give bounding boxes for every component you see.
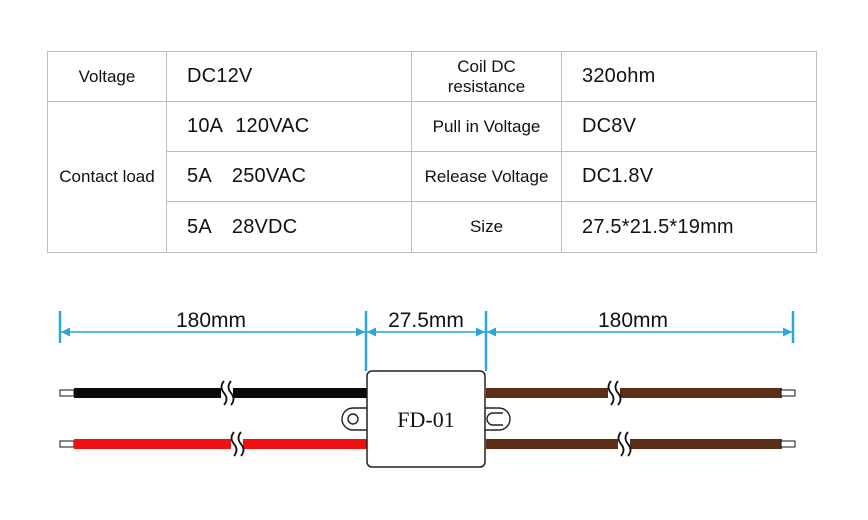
- wire-brown-upper: [486, 388, 782, 398]
- voltage-value: DC12V: [166, 51, 412, 102]
- dimension-label-right-lead: 180mm: [598, 309, 668, 332]
- table-row: Voltage DC12V Coil DC resistance 320ohm: [47, 51, 817, 102]
- wire-black: [74, 388, 367, 398]
- table-row: 5A 250VAC Release Voltage DC1.8V: [48, 151, 817, 202]
- wire-red: [74, 439, 367, 449]
- table-row: Contact load 10A 120VAC Pull in Voltage D…: [47, 101, 817, 253]
- mounting-tab-right: [483, 407, 511, 431]
- spec-table: Voltage DC12V Coil DC resistance 320ohm …: [47, 51, 817, 253]
- dimension-label-left-lead: 180mm: [176, 309, 246, 332]
- left-wires: [59, 388, 367, 449]
- coil-resistance-value: 320ohm: [561, 51, 817, 102]
- wire-tip-brown-lower: [780, 440, 796, 448]
- release-voltage-label: Release Voltage: [411, 151, 562, 202]
- release-voltage-value: DC1.8V: [561, 151, 817, 202]
- pull-in-voltage-label: Pull in Voltage: [411, 101, 562, 152]
- coil-resistance-label-text: Coil DC resistance: [447, 56, 526, 96]
- dimension-label-module: 27.5mm: [388, 309, 464, 332]
- break-symbol: [607, 380, 622, 406]
- voltage-label: Voltage: [47, 51, 167, 102]
- wire-break-symbols: [220, 380, 632, 457]
- contact-load-rating: 250VAC: [231, 165, 307, 187]
- module-label: FD-01: [397, 407, 454, 432]
- table-row: 5A 28VDC Size 27.5*21.5*19mm: [48, 201, 817, 253]
- break-symbol: [230, 431, 245, 457]
- contact-load-label: Contact load: [47, 101, 167, 253]
- contact-load-value-1: 10A 120VAC: [166, 101, 412, 152]
- contact-load-current: 5A: [187, 165, 212, 187]
- mounting-tab-left: [341, 407, 369, 431]
- wire-tip-brown-upper: [780, 389, 796, 397]
- break-symbol: [220, 380, 235, 406]
- break-symbol: [617, 431, 632, 457]
- contact-load-rating: 120VAC: [235, 115, 310, 137]
- wire-tip-black: [59, 389, 75, 397]
- contact-load-rating: 28VDC: [231, 215, 298, 238]
- wire-brown-lower: [486, 439, 782, 449]
- size-label: Size: [411, 201, 562, 253]
- relay-module-body: [366, 370, 486, 468]
- size-value: 27.5*21.5*19mm: [561, 201, 817, 253]
- right-wires: [486, 388, 796, 449]
- contact-load-current: 10A: [187, 115, 224, 137]
- pull-in-voltage-value: DC8V: [561, 101, 817, 152]
- dimension-extension-lines: [58, 311, 795, 371]
- contact-load-current: 5A: [187, 215, 212, 238]
- wire-tip-red: [59, 440, 75, 448]
- contact-load-value-3: 5A 28VDC: [166, 201, 412, 253]
